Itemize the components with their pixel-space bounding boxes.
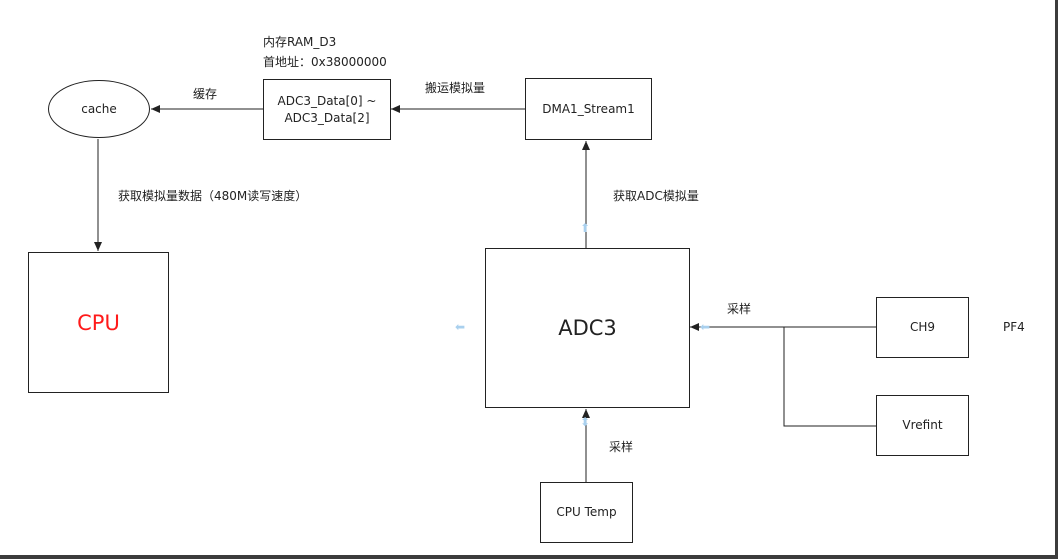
edge-label-get-adc: 获取ADC模拟量 [613, 189, 699, 203]
cpu-label: CPU [77, 310, 120, 335]
cache-node[interactable]: cache [48, 80, 150, 138]
window-border-bottom [0, 555, 1058, 559]
edge-label-transfer: 搬运模拟量 [425, 81, 486, 95]
adc-data-line1: ADC3_Data[0] ~ [277, 93, 377, 108]
vrefint-node[interactable]: Vrefint [876, 395, 969, 456]
cpu-temp-label: CPU Temp [556, 505, 617, 519]
dma-label: DMA1_Stream1 [542, 101, 635, 116]
window-border-right [1055, 0, 1058, 559]
vrefint-label: Vrefint [902, 418, 943, 432]
dma-node[interactable]: DMA1_Stream1 [525, 78, 652, 140]
edge-vrefint-branch [783, 327, 876, 427]
hint-arrow-down-icon: ⬍ [580, 415, 591, 429]
adc-data-line2: ADC3_Data[2] [284, 110, 370, 125]
adc3-label: ADC3 [558, 316, 617, 340]
pf4-label: PF4 [1003, 320, 1025, 334]
ch9-node[interactable]: CH9 [876, 297, 969, 358]
cache-label: cache [81, 101, 117, 116]
adc3-node[interactable]: ADC3 [485, 248, 690, 408]
hint-arrow-left-icon: ⬅ [455, 320, 466, 334]
ram-region-label: 内存RAM_D3 [263, 35, 337, 49]
hint-arrow-up-icon: ⬆ [580, 221, 591, 235]
edge-label-sample-bottom: 采样 [609, 440, 634, 454]
ch9-label: CH9 [909, 320, 936, 334]
edge-label-sample-right: 采样 [727, 302, 752, 316]
ram-address-label: 首地址：0x38000000 [263, 55, 387, 69]
edge-label-fetch-data: 获取模拟量数据（480M读写速度） [118, 189, 308, 203]
adc-data-node[interactable]: ADC3_Data[0] ~ ADC3_Data[2] [263, 79, 391, 140]
edge-label-cache: 缓存 [193, 87, 218, 101]
cpu-temp-node[interactable]: CPU Temp [540, 482, 633, 543]
cpu-node[interactable]: CPU [28, 252, 169, 393]
hint-arrow-right-icon: ⬅ [700, 320, 711, 334]
